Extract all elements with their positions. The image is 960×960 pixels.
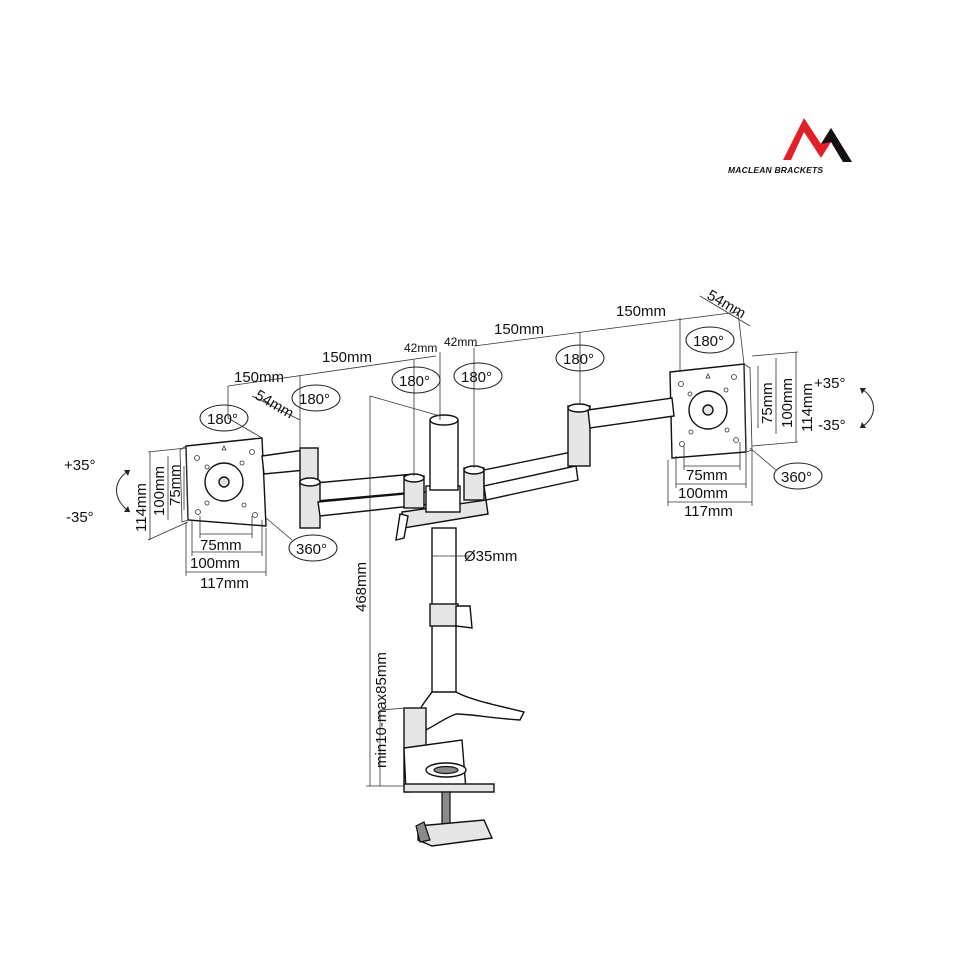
arm-swivel-2-label: 180°: [399, 373, 430, 390]
arm-left-outer-label: 150mm: [234, 369, 284, 386]
left-vesa-h2-label: 75mm: [167, 464, 184, 506]
arm-right-inner-label: 150mm: [494, 321, 544, 338]
left-vesa-w1-label: 75mm: [200, 537, 242, 554]
left-rotation-label: 360°: [296, 541, 327, 558]
right-swivel-indicator: 180°: [685, 326, 735, 354]
arm-left-depth-label: 54mm: [252, 387, 297, 423]
right-swivel-label: 180°: [693, 333, 724, 350]
left-rotation-indicator: 360°: [265, 517, 338, 562]
right-plate-dimensions: 114mm 100mm 75mm 75mm 100mm 117mm: [667, 351, 816, 520]
right-vesa-h2-label: 75mm: [759, 382, 776, 424]
arm-swivel-4-label: 180°: [563, 351, 594, 368]
logo-m-dark: [821, 128, 852, 162]
left-vesa-w2-label: 100mm: [190, 555, 240, 572]
brand-name: MACLEAN BRACKETS: [728, 165, 823, 175]
left-vesa-h1-label: 100mm: [151, 466, 168, 516]
pole-height-label: 468mm: [353, 562, 370, 612]
pole-dimensions: 468mm min10-max85mm Ø35mm: [353, 395, 517, 787]
left-plate-dimensions: 114mm 100mm 75mm 75mm 100mm 117mm: [133, 447, 267, 592]
left-swivel-label: 180°: [207, 411, 238, 428]
left-width-label: 117mm: [200, 575, 249, 592]
arm-right-depth-label: 54mm: [704, 287, 749, 323]
pole-diameter-label: Ø35mm: [464, 548, 517, 565]
arm-swivel-1-label: 180°: [299, 391, 330, 408]
arm-left-gap-label: 42mm: [404, 341, 437, 355]
right-vesa-w1-label: 75mm: [686, 467, 728, 484]
right-vesa-h1-label: 100mm: [779, 378, 796, 428]
left-vesa-plate: [179, 437, 267, 527]
right-vesa-plate: [669, 363, 753, 459]
arm-swivel-indicators: 180° 180° 180° 180°: [291, 344, 605, 412]
arm-right-gap-label: 42mm: [444, 335, 477, 349]
right-rotation-indicator: 360°: [749, 447, 823, 490]
arm-right-outer-label: 150mm: [616, 303, 666, 320]
arm-left-inner-label: 150mm: [322, 349, 372, 366]
desk-range-label: min10-max85mm: [373, 652, 390, 768]
right-height-label: 114mm: [799, 383, 816, 432]
logo-m-mark: [783, 118, 852, 162]
brand-logo: MACLEAN BRACKETS: [728, 118, 852, 175]
right-width-label: 117mm: [684, 503, 733, 520]
right-rotation-label: 360°: [781, 469, 812, 486]
right-arm: [463, 397, 675, 501]
left-tilt-down-label: -35°: [66, 509, 94, 526]
arm-dimension-lines: 150mm 150mm 54mm 42mm 42mm 150mm 150mm 5…: [227, 287, 751, 476]
arm-swivel-3-label: 180°: [461, 369, 492, 386]
left-tilt-up-label: +35°: [64, 457, 95, 474]
left-tilt-indicator: +35° -35°: [64, 457, 131, 526]
right-tilt-up-label: +35°: [814, 375, 845, 392]
mount-pole: [395, 414, 526, 847]
left-height-label: 114mm: [133, 483, 150, 532]
right-tilt-indicator: +35° -35°: [814, 375, 874, 434]
right-vesa-w2-label: 100mm: [678, 485, 728, 502]
right-tilt-down-label: -35°: [818, 417, 846, 434]
left-swivel-indicator: 180°: [199, 404, 249, 432]
